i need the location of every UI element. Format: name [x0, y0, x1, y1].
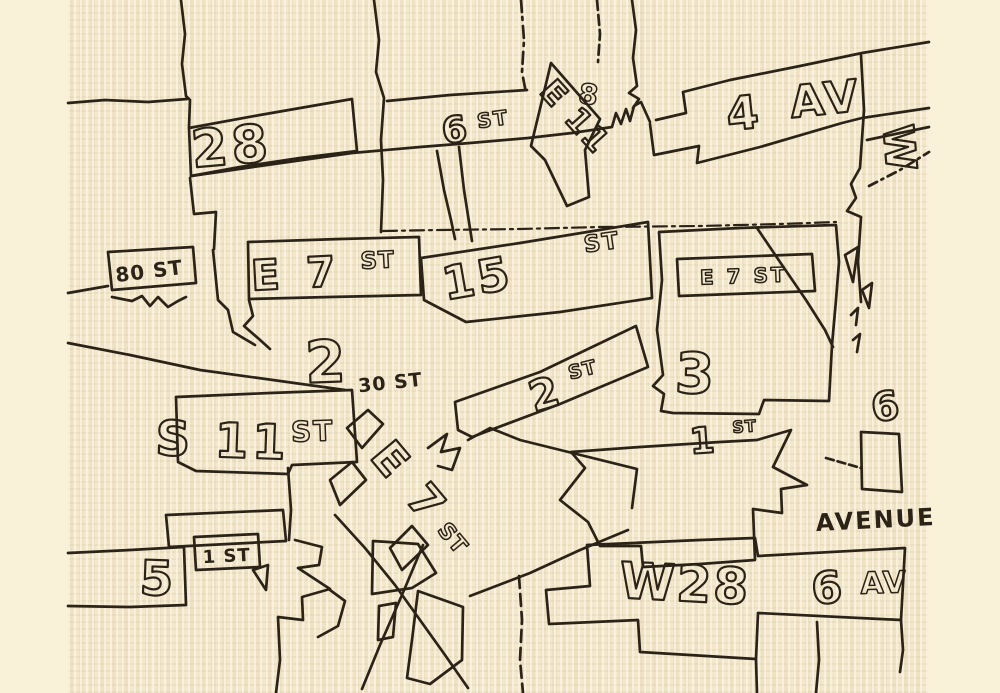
stroke-tick-a: [849, 306, 860, 327]
stroke-block-3-outline: [651, 223, 841, 416]
stroke-zigzag-bottom-b: [316, 588, 347, 639]
street-label-5-big: 5: [139, 550, 174, 607]
stroke-right-edge-line-1: [865, 125, 931, 142]
stroke-street-6-top-edge: [385, 88, 529, 103]
street-label-1-st-small: 1 ST: [202, 545, 251, 568]
stroke-block-6-right: [859, 430, 904, 494]
stroke-squiggle-80st: [110, 294, 188, 309]
street-label-6-av-suffix: AV: [860, 565, 908, 602]
stroke-connector-street-left: [188, 176, 218, 251]
street-label-1-st-suffix: ST: [732, 416, 758, 437]
stroke-diag-jag-b: [426, 432, 462, 472]
stroke-vertical-street-topleft: [179, 0, 192, 129]
street-label-4-av-number: 4: [724, 85, 761, 142]
stroke-quad-tilted: [164, 508, 288, 549]
street-label-8: 8: [576, 77, 600, 112]
stroke-diamond-bottom: [370, 539, 438, 596]
street-label-15-st-suffix: ST: [582, 228, 622, 259]
stroke-street-15-band: [419, 220, 654, 324]
stroke-vertical-street-375: [372, 0, 386, 234]
street-label-w-sideways: W: [873, 123, 926, 173]
stroke-avenue-4-bottom-edge: [648, 106, 931, 165]
stroke-crosstown-dash-line: [381, 220, 838, 233]
stroke-diag-block-a: [345, 408, 385, 450]
stroke-quad-bottom-small: [376, 601, 398, 642]
street-label-e-7-st-left-suffix: ST: [360, 247, 396, 275]
stroke-horizontal-street-topleft: [66, 97, 189, 105]
street-label-avenue: AVENUE: [815, 503, 936, 537]
stroke-tick-b: [851, 332, 862, 354]
paper-texture: [68, 0, 928, 693]
stroke-e11-street-diamond: [529, 61, 602, 208]
street-label-s-11-suffix: ST: [290, 414, 334, 448]
stroke-diagonal-cross-line: [755, 226, 835, 349]
street-label-2-st-suffix: ST: [566, 356, 599, 384]
stroke-vertical-dash-bottom: [517, 574, 525, 693]
street-label-e-11: E 11: [532, 72, 617, 161]
street-label-15-st-number: 15: [438, 246, 516, 311]
stroke-street-2-band: [453, 324, 650, 439]
street-label-3-big: 3: [674, 341, 715, 407]
stroke-triangle-small: [251, 563, 270, 592]
stroke-diag-block-d: [388, 524, 430, 572]
street-label-30-st: 30 ST: [357, 369, 424, 398]
stroke-diagonal-bottom-line: [360, 543, 425, 691]
stroke-approach-line: [468, 528, 630, 598]
street-label-e-7-st-left: E 7: [250, 247, 343, 301]
stroke-left-mid-line: [66, 341, 347, 392]
stroke-shape-bottom-right: [405, 589, 465, 686]
stroke-avenue-4-top-edge: [654, 40, 931, 122]
stroke-vertical-bottom-817: [814, 620, 821, 693]
stroke-burst-block: [558, 428, 809, 569]
street-label-6-st-suffix: ST: [475, 105, 510, 133]
street-label-w28: W28: [618, 552, 752, 617]
stroke-street-s11-band: [174, 388, 359, 476]
stroke-vertical-bottom-757: [754, 658, 759, 693]
stroke-zigzag-bottom-a: [274, 538, 332, 693]
street-label-4-av-suffix: AV: [787, 71, 863, 129]
stroke-flag-shape-a: [843, 245, 860, 284]
stroke-corridor-line-b: [457, 145, 474, 243]
stroke-box-80st: [106, 245, 198, 292]
stroke-flag-shape-b: [860, 281, 874, 310]
stroke-vertical-290: [286, 466, 293, 542]
stroke-street-e7-box-right: [675, 252, 817, 298]
stroke-street-w28-band: [544, 536, 907, 661]
street-label-6-right: 6: [868, 382, 902, 431]
stroke-vertical-dash-2: [595, 0, 602, 64]
stroke-funnel-line-a: [211, 248, 257, 347]
stroke-vertical-bottom-902: [898, 618, 905, 674]
street-label-e-7-diagonal-suffix: ST: [432, 518, 472, 559]
stroke-vertical-dash-1: [519, 0, 528, 95]
stroke-diag-long-line: [333, 513, 470, 690]
stroke-funnel-line-b: [242, 298, 272, 351]
stroke-corridor-line-a: [435, 149, 457, 241]
stroke-right-edge-line-2: [867, 150, 931, 188]
street-label-6-st-number: 6: [439, 109, 470, 153]
stroke-dash-right-mid: [824, 456, 863, 470]
stroke-line-80st-left: [66, 284, 110, 295]
stroke-box-5: [66, 545, 188, 609]
street-label-2-big: 2: [304, 327, 347, 396]
street-label-e-7-st-right: E 7 ST: [700, 262, 788, 289]
street-label-28: 28: [189, 114, 274, 181]
street-label-6-av-number: 6: [809, 562, 844, 615]
stroke-box-1st-small: [192, 532, 262, 572]
stroke-long-street-line: [189, 100, 652, 178]
stroke-diag-block-c: [328, 460, 368, 507]
street-label-2-st-number: 2: [523, 366, 565, 421]
street-label-1-st-number: 1: [688, 420, 716, 463]
street-label-s-11: S 11: [155, 411, 291, 472]
stroke-under-band-line: [466, 426, 639, 510]
street-label-80-st: 80 ST: [114, 255, 184, 287]
stroke-vertical-street-topmid: [627, 0, 641, 110]
